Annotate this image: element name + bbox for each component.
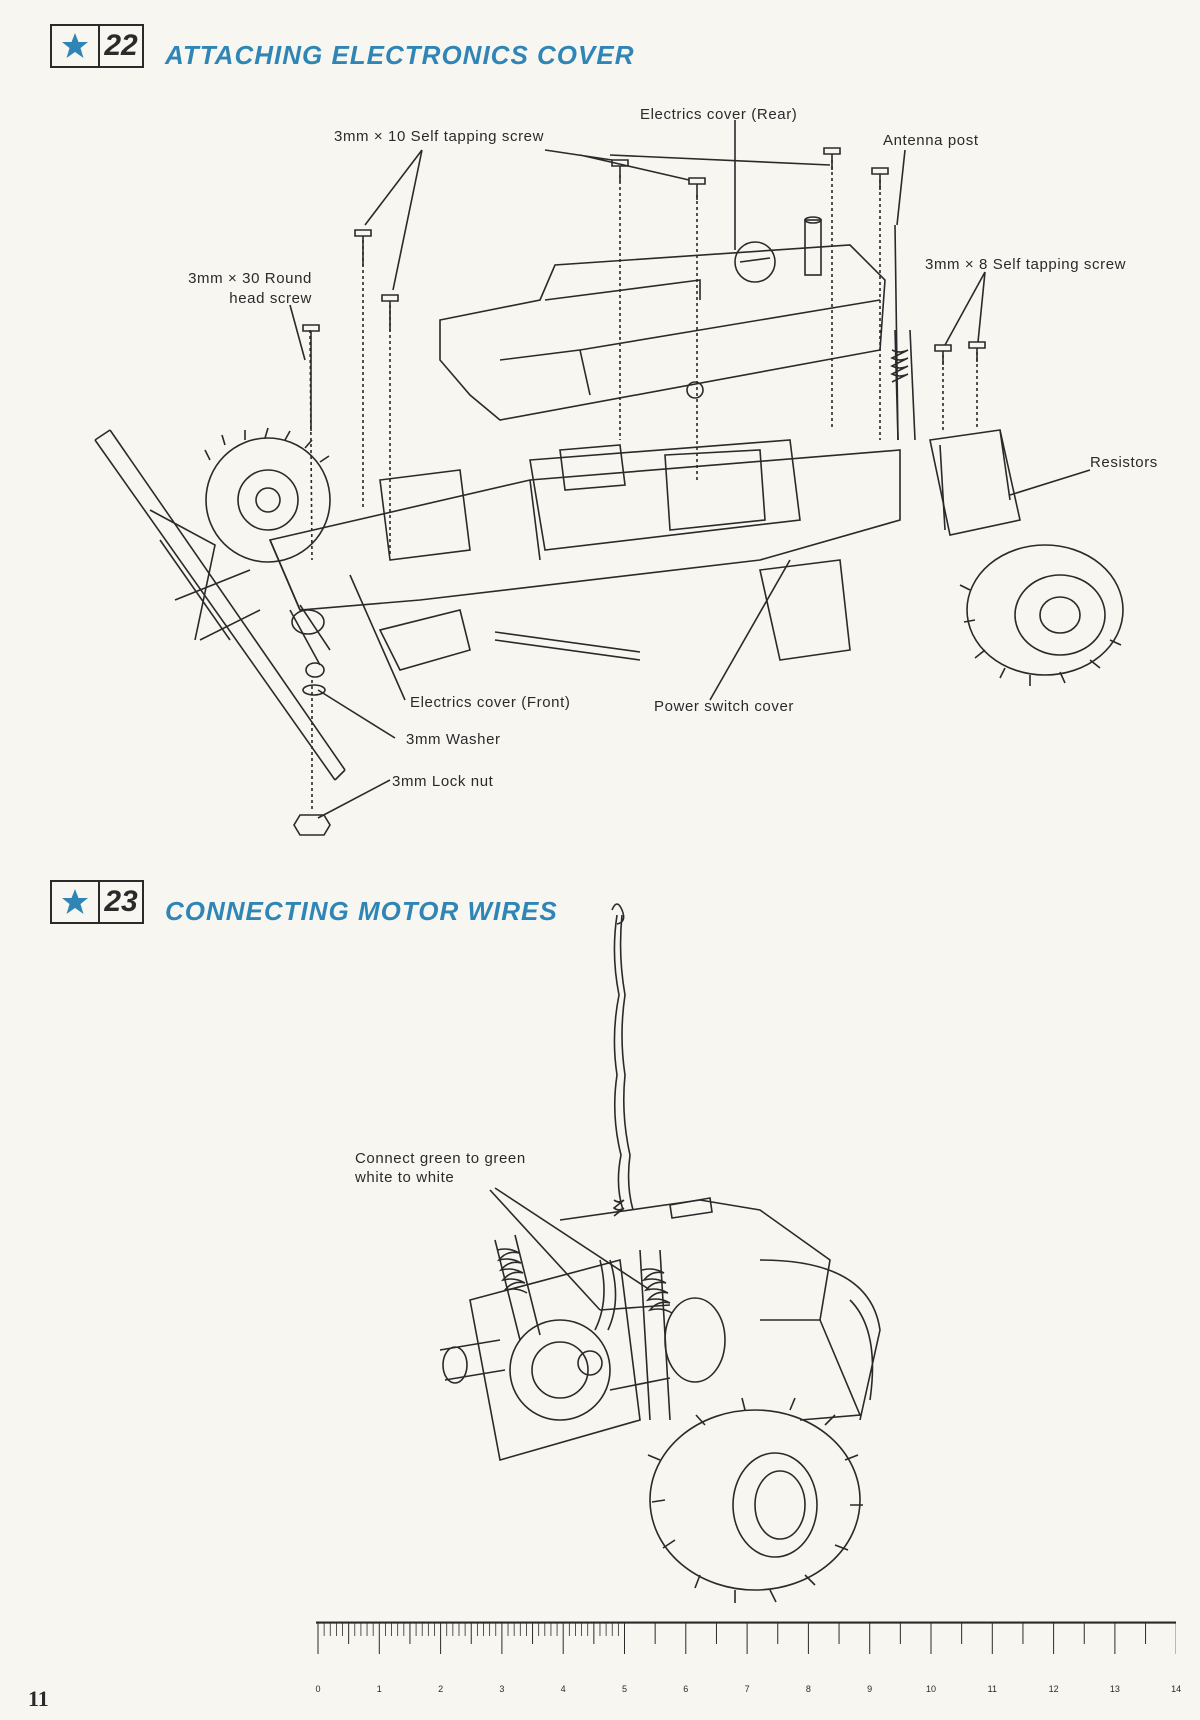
label-connect-wires-line1: Connect green to green bbox=[355, 1150, 526, 1167]
step-title: CONNECTING MOTOR WIRES bbox=[165, 896, 558, 926]
ruler-mark-label: 14 bbox=[1171, 1684, 1182, 1694]
label-self-tapping-screw-8: 3mm × 8 Self tapping screw bbox=[925, 256, 1127, 273]
label-power-switch-cover: Power switch cover bbox=[654, 698, 795, 715]
ruler-drawing bbox=[316, 1621, 1176, 1623]
ruler bbox=[316, 1622, 1176, 1654]
ruler-mark-label: 7 bbox=[744, 1684, 750, 1694]
ruler-mark-label: 1 bbox=[376, 1684, 382, 1694]
star-logo-icon bbox=[52, 882, 100, 922]
ruler-mark-label: 8 bbox=[805, 1684, 811, 1694]
ruler-mark-label: 2 bbox=[438, 1684, 444, 1694]
label-lock-nut: 3mm Lock nut bbox=[392, 773, 494, 790]
ruler-mark-label: 3 bbox=[499, 1684, 505, 1694]
motor-wiring-drawing bbox=[439, 903, 881, 1603]
step-number: 23 bbox=[104, 885, 138, 918]
ruler-mark-label: 0 bbox=[315, 1684, 321, 1694]
label-antenna-post: Antenna post bbox=[883, 132, 979, 149]
step-22-badge: 22 bbox=[50, 24, 144, 68]
ruler-mark-label: 13 bbox=[1109, 1684, 1120, 1694]
label-washer: 3mm Washer bbox=[406, 731, 501, 748]
step-title: ATTACHING ELECTRONICS COVER bbox=[165, 40, 635, 70]
label-electrics-cover-front: Electrics cover (Front) bbox=[410, 694, 571, 711]
page-number: 11 bbox=[28, 1686, 49, 1711]
ruler-mark-label: 10 bbox=[925, 1684, 936, 1694]
label-resistors: Resistors bbox=[1090, 454, 1158, 471]
label-round-head-screw-line1: 3mm × 30 Round bbox=[188, 270, 312, 287]
label-connect-wires-line2: white to white bbox=[355, 1169, 455, 1186]
ruler-mark-label: 9 bbox=[867, 1684, 873, 1694]
buggy-chassis-drawing bbox=[94, 120, 1124, 836]
star-logo-icon bbox=[52, 26, 100, 66]
label-electrics-cover-rear: Electrics cover (Rear) bbox=[640, 106, 798, 123]
step-number: 22 bbox=[104, 29, 138, 62]
ruler-mark-label: 11 bbox=[987, 1684, 997, 1694]
ruler-mark-label: 6 bbox=[683, 1684, 689, 1694]
ruler-mark-label: 4 bbox=[560, 1684, 566, 1694]
ruler-mark-label: 12 bbox=[1048, 1684, 1059, 1694]
label-round-head-screw-line2: head screw bbox=[229, 290, 312, 307]
step-23-badge: 23 bbox=[50, 880, 144, 924]
label-self-tapping-screw-10: 3mm × 10 Self tapping screw bbox=[334, 128, 545, 145]
ruler-mark-label: 5 bbox=[621, 1684, 627, 1694]
